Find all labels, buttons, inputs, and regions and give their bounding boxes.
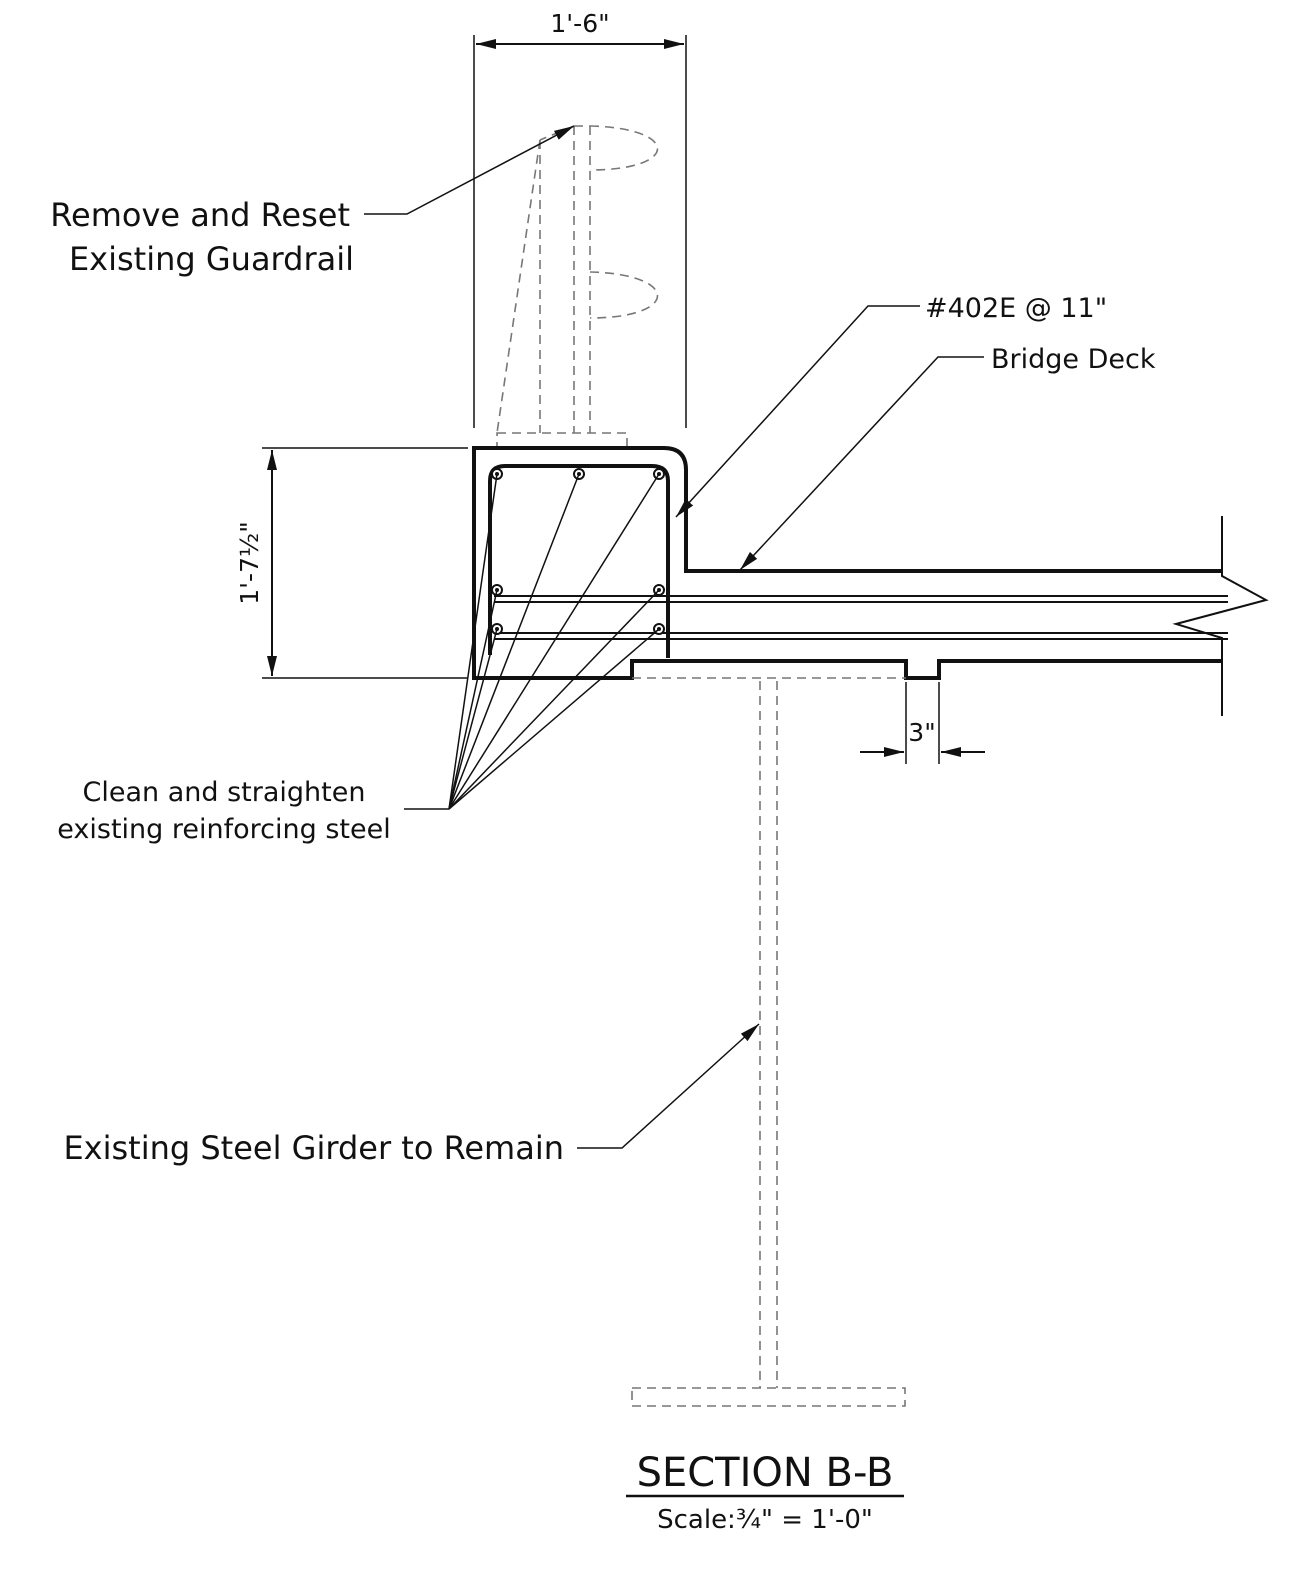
rail-width-label: 1'-6" <box>550 9 609 38</box>
steel-callout-line1: Clean and straighten <box>83 777 366 808</box>
groove-dimension: 3" <box>860 682 985 764</box>
existing-steel-girder <box>631 677 906 1407</box>
bridge-deck-callout: Bridge Deck <box>991 344 1156 375</box>
guardrail-callout-line1: Remove and Reset <box>50 196 350 234</box>
rail-width-dimension: 1'-6" <box>473 9 687 428</box>
steel-callout-line2: existing reinforcing steel <box>57 814 390 845</box>
rail-height-dimension: 1'-7½" <box>235 447 468 679</box>
section-title: SECTION B-B <box>637 1450 894 1496</box>
groove-width-label: 3" <box>908 718 935 747</box>
existing-guardrail <box>496 125 658 448</box>
leader-lines <box>364 125 984 1149</box>
rebar-dots <box>491 468 665 635</box>
guardrail-callout-line2: Existing Guardrail <box>69 240 354 278</box>
scale-note: Scale:¾" = 1'-0" <box>657 1505 873 1535</box>
rail-height-label: 1'-7½" <box>235 521 264 604</box>
girder-callout: Existing Steel Girder to Remain <box>63 1129 564 1167</box>
rebar-mark-callout: #402E @ 11" <box>925 293 1107 324</box>
curb-and-deck <box>472 446 1269 716</box>
